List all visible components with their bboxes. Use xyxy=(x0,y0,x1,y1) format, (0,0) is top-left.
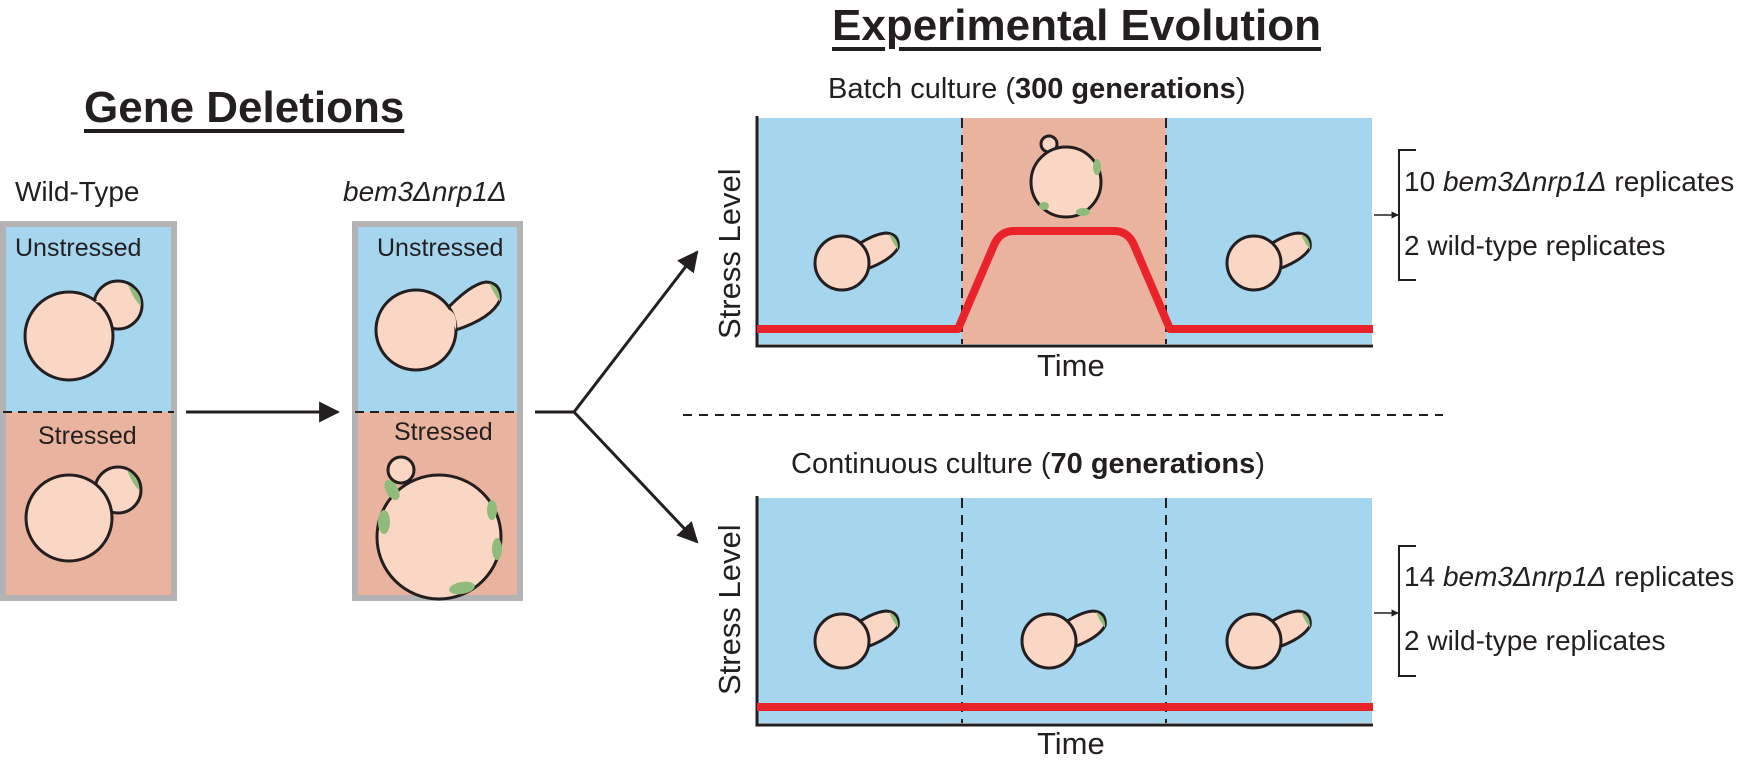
continuous-title: Continuous culture (70 generations) xyxy=(791,448,1265,480)
yeast-cell-wt-unstressed xyxy=(23,279,144,382)
continuous-xlabel: Time xyxy=(1037,726,1105,761)
continuous-plot xyxy=(755,496,1416,727)
batch-title: Batch culture (300 generations) xyxy=(828,73,1246,105)
continuous-ylabel: Stress Level xyxy=(712,524,747,695)
yeast-cell-mutant-stressed xyxy=(375,455,503,601)
continuous-axes xyxy=(755,496,1373,727)
branch-arrow-batch xyxy=(572,250,699,413)
wt-stressed-label: Stressed xyxy=(38,422,137,450)
batch-replicates-wt: 2 wild-type replicates xyxy=(1404,230,1666,261)
batch-stress-line xyxy=(757,227,1373,333)
yeast-cell-continuous-1 xyxy=(813,609,900,670)
batch-xlabel: Time xyxy=(1037,348,1105,383)
batch-replicates-mutant: 10 bem3Δnrp1Δ replicates xyxy=(1404,166,1735,197)
batch-plot xyxy=(755,116,1416,348)
batch-ylabel: Stress Level xyxy=(712,168,747,339)
continuous-replicates-wt: 2 wild-type replicates xyxy=(1404,625,1666,656)
yeast-cell-continuous-3 xyxy=(1225,609,1312,670)
experimental-evolution-heading: Experimental Evolution xyxy=(832,1,1321,50)
batch-axes xyxy=(755,116,1373,348)
wild-type-label: Wild-Type xyxy=(15,176,140,207)
yeast-cell-wt-stressed xyxy=(24,465,143,563)
mutant-label: bem3Δnrp1Δ xyxy=(343,176,507,207)
yeast-cell-continuous-2 xyxy=(1020,609,1107,670)
yeast-cell-mutant-unstressed xyxy=(374,280,502,372)
wt-unstressed-label: Unstressed xyxy=(15,234,142,262)
mutant-unstressed-label: Unstressed xyxy=(377,234,504,262)
branch-arrow-continuous xyxy=(572,410,699,544)
wild-type-panel xyxy=(0,221,177,601)
mutant-panel xyxy=(352,221,523,601)
yeast-cell-batch-3 xyxy=(1225,231,1312,292)
yeast-cell-batch-2 xyxy=(1029,134,1103,219)
batch-bracket xyxy=(1398,149,1416,281)
continuous-replicates-mutant: 14 bem3Δnrp1Δ replicates xyxy=(1404,561,1735,592)
mutant-stressed-label: Stressed xyxy=(394,418,493,446)
gene-deletions-heading: Gene Deletions xyxy=(84,83,405,132)
yeast-cell-batch-1 xyxy=(813,231,900,292)
continuous-bracket xyxy=(1398,545,1416,677)
